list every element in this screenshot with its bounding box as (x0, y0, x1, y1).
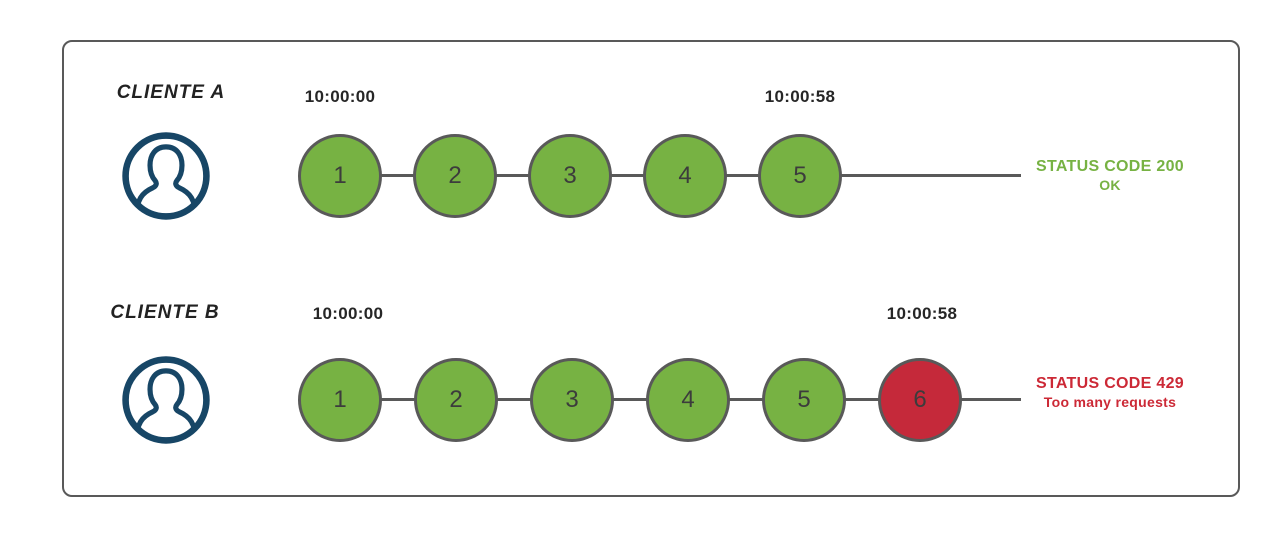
client-a-start-time: 10:00:00 (304, 87, 376, 106)
request-b-4: 4 (646, 358, 730, 442)
request-b-6-blocked: 6 (878, 358, 962, 442)
request-number: 4 (681, 386, 695, 413)
request-a-2: 2 (413, 134, 497, 218)
request-a-5: 5 (758, 134, 842, 218)
request-number: 3 (565, 386, 579, 413)
status-message-text: OK (1099, 177, 1121, 193)
request-number: 5 (793, 162, 807, 189)
client-b-label: CLIENTE B (110, 302, 220, 323)
client-b-start-time: 10:00:00 (312, 304, 384, 323)
client-a-avatar (119, 129, 213, 223)
status-message-text: Too many requests (1043, 394, 1177, 410)
diagram-frame (62, 40, 1240, 497)
client-a-label: CLIENTE A (116, 82, 226, 103)
client-a-end-time: 10:00:58 (764, 87, 836, 106)
request-b-5: 5 (762, 358, 846, 442)
request-number: 1 (333, 386, 347, 413)
user-icon (122, 132, 210, 220)
client-a-status: STATUS CODE 200 OK (1022, 157, 1198, 195)
request-a-1: 1 (298, 134, 382, 218)
request-number: 6 (913, 386, 927, 413)
user-icon (122, 356, 210, 444)
request-b-3: 3 (530, 358, 614, 442)
request-b-1: 1 (298, 358, 382, 442)
client-b-avatar (119, 353, 213, 447)
client-b-end-time: 10:00:58 (886, 304, 958, 323)
request-b-2: 2 (414, 358, 498, 442)
request-number: 3 (563, 162, 577, 189)
request-number: 2 (448, 162, 462, 189)
request-number: 1 (333, 162, 347, 189)
status-code-text: STATUS CODE 429 (1036, 375, 1184, 392)
request-a-4: 4 (643, 134, 727, 218)
client-b-status: STATUS CODE 429 Too many requests (1022, 374, 1198, 412)
request-number: 2 (449, 386, 463, 413)
request-number: 4 (678, 162, 692, 189)
status-code-text: STATUS CODE 200 (1036, 158, 1184, 175)
request-number: 5 (797, 386, 811, 413)
request-a-3: 3 (528, 134, 612, 218)
